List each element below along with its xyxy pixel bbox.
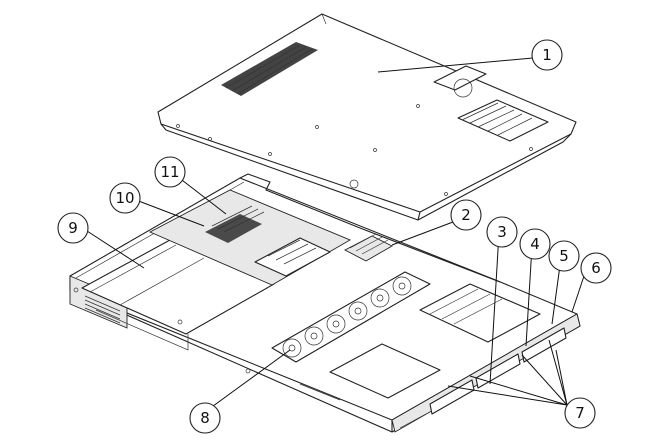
callout-4: 4 (519, 228, 551, 260)
fan-array (271, 271, 431, 363)
callout-11-label: 11 (160, 163, 179, 181)
callout-8: 8 (189, 402, 221, 434)
callout-8-label: 8 (200, 409, 210, 427)
callout-6-label: 6 (591, 259, 601, 277)
cover-vent-grille (221, 42, 318, 96)
callout-7: 7 (564, 397, 596, 429)
server-chassis (69, 173, 581, 433)
callout-1-label: 1 (542, 46, 552, 64)
callout-5: 5 (548, 240, 580, 272)
callout-3: 3 (486, 216, 518, 248)
front-drive-bays (391, 313, 581, 433)
leader-lines (86, 57, 587, 410)
callout-4-label: 4 (530, 235, 540, 253)
top-cover-panel (157, 13, 577, 221)
callout-10-label: 10 (115, 189, 134, 207)
callout-7-label: 7 (575, 404, 585, 422)
callout-5-label: 5 (559, 247, 569, 265)
callout-1: 1 (531, 39, 563, 71)
callout-9-label: 9 (68, 219, 78, 237)
callout-9: 9 (57, 212, 89, 244)
callout-10: 10 (109, 182, 141, 214)
callout-6: 6 (580, 252, 612, 284)
callout-11: 11 (154, 156, 186, 188)
callout-3-label: 3 (497, 223, 507, 241)
callout-2: 2 (450, 199, 482, 231)
callout-2-label: 2 (461, 206, 471, 224)
